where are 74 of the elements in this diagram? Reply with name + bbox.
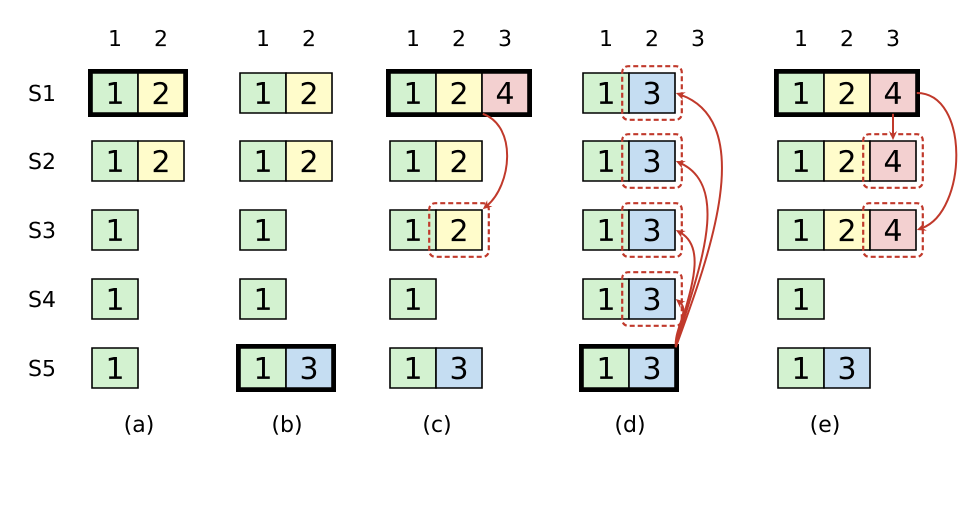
column-number: 1 — [408, 30, 418, 46]
panel-caption: (a) — [126, 415, 152, 435]
column-number: 1 — [110, 30, 120, 46]
log-entry: 1 — [239, 140, 287, 182]
column-number: 1 — [796, 30, 806, 46]
arrow — [674, 161, 708, 348]
log-entry: 2 — [137, 140, 185, 182]
log-entry: 1 — [91, 347, 139, 389]
log-entry: 1 — [239, 209, 287, 251]
column-number: 3 — [692, 30, 704, 46]
log-entry: 4 — [481, 72, 529, 114]
log-entry: 4 — [869, 140, 917, 182]
log-entry: 2 — [435, 72, 483, 114]
log-entry: 3 — [628, 209, 676, 251]
column-number: 2 — [646, 30, 657, 46]
log-entry: 1 — [389, 347, 437, 389]
log-entry: 3 — [628, 347, 676, 389]
log-entry: 2 — [137, 72, 185, 114]
log-entry: 1 — [582, 278, 630, 320]
panel-caption: (e) — [812, 415, 838, 435]
log-entry: 1 — [239, 347, 287, 389]
log-entry: 1 — [777, 72, 825, 114]
log-entry: 3 — [628, 72, 676, 114]
column-number: 1 — [601, 30, 611, 46]
log-entry: 1 — [582, 209, 630, 251]
log-entry: 2 — [435, 209, 483, 251]
log-entry: 1 — [777, 278, 825, 320]
log-entry: 1 — [91, 72, 139, 114]
log-entry: 1 — [239, 278, 287, 320]
panel-caption: (b) — [273, 415, 301, 435]
log-entry: 4 — [869, 72, 917, 114]
log-entry: 3 — [628, 278, 676, 320]
log-entry: 1 — [582, 347, 630, 389]
log-entry: 2 — [435, 140, 483, 182]
log-entry: 1 — [91, 278, 139, 320]
log-entry: 1 — [582, 72, 630, 114]
log-entry: 2 — [823, 72, 871, 114]
arrow — [916, 92, 958, 231]
log-entry: 1 — [91, 209, 139, 251]
panel-caption: (c) — [424, 415, 450, 435]
column-number: 3 — [500, 30, 510, 46]
log-entry: 1 — [389, 140, 437, 182]
log-entry: 1 — [91, 140, 139, 182]
log-entry: 3 — [628, 140, 676, 182]
arrow — [674, 92, 723, 348]
log-entry: 2 — [285, 72, 333, 114]
log-entry: 2 — [285, 140, 333, 182]
log-entry: 1 — [239, 72, 287, 114]
panel-caption: (d) — [616, 415, 644, 435]
arrow — [674, 230, 696, 348]
server-label: S2 — [29, 152, 54, 170]
server-label: S3 — [29, 222, 54, 238]
log-entry: 2 — [823, 209, 871, 251]
log-entry: 1 — [777, 209, 825, 251]
server-label: S1 — [29, 84, 54, 102]
log-entry: 1 — [582, 140, 630, 182]
column-number: 1 — [258, 30, 268, 46]
server-label: S5 — [29, 360, 54, 376]
log-entry: 3 — [285, 347, 333, 389]
log-entry: 2 — [823, 140, 871, 182]
log-entry: 1 — [777, 140, 825, 182]
log-entry: 1 — [389, 278, 437, 320]
column-number: 3 — [888, 30, 898, 46]
column-number: 2 — [156, 30, 166, 46]
log-entry: 4 — [869, 209, 917, 251]
column-number: 2 — [454, 30, 464, 46]
log-entry: 3 — [435, 347, 483, 389]
log-entry: 1 — [777, 347, 825, 389]
server-label: S4 — [29, 290, 55, 308]
log-entry: 1 — [389, 209, 437, 251]
log-entry: 3 — [823, 347, 871, 389]
log-entry: 1 — [389, 72, 437, 114]
column-number: 2 — [304, 30, 314, 46]
column-number: 2 — [842, 30, 852, 46]
